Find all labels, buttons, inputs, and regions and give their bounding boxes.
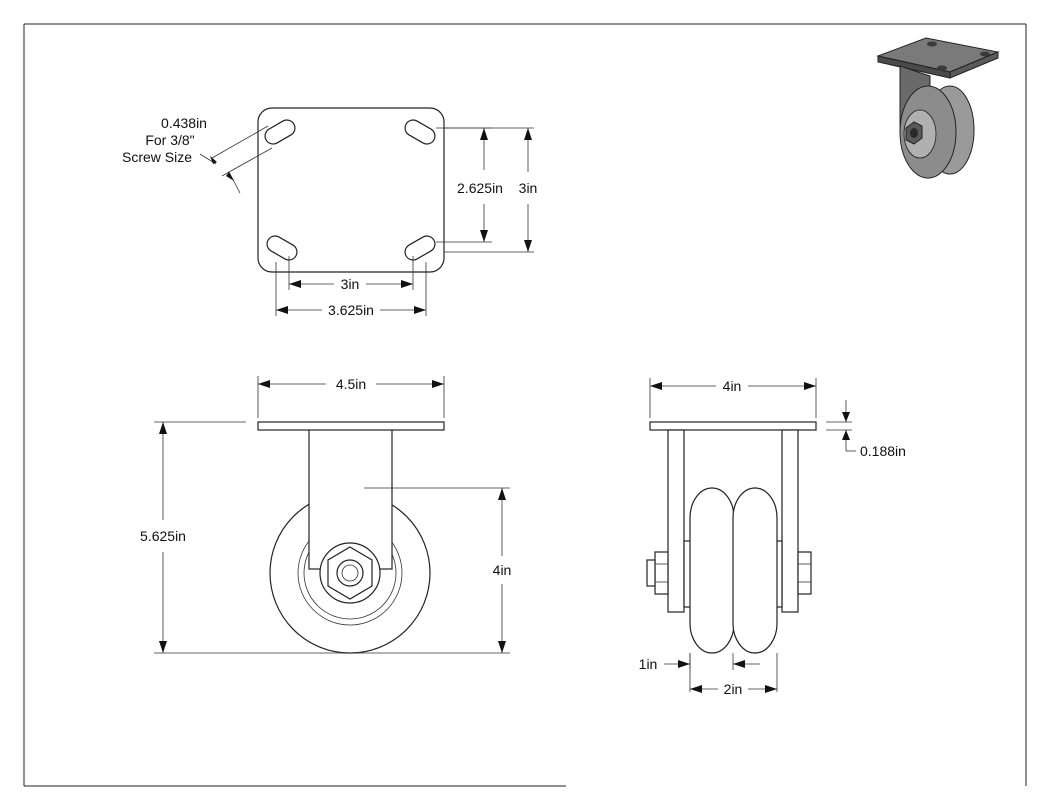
mounting-slot-top-left bbox=[264, 119, 296, 145]
wheel-diameter-dimension: 4in bbox=[350, 487, 512, 654]
side-wheel-left bbox=[689, 487, 735, 654]
hole-spacing-vertical-label: 2.625in bbox=[457, 180, 503, 196]
axle-bolt bbox=[336, 559, 364, 587]
plate-height-label: 3in bbox=[519, 180, 538, 196]
total-wheel-width-dimension: 2in bbox=[689, 653, 778, 697]
mounting-slot-top-right bbox=[404, 119, 436, 145]
side-plate-width-dimension: 4in bbox=[649, 378, 817, 418]
total-wheel-width-label: 2in bbox=[724, 681, 743, 697]
top-plate-side bbox=[649, 421, 817, 431]
overall-height-label: 5.625in bbox=[140, 528, 186, 544]
front-plate-length-dimension: 4.5in bbox=[257, 376, 445, 418]
single-wheel-width-label: 1in bbox=[639, 656, 658, 672]
single-wheel-width-dimension: 1in bbox=[639, 653, 760, 672]
side-view: 4in 0.188in 1in bbox=[639, 378, 906, 697]
slot-note-line-2: Screw Size bbox=[122, 149, 192, 165]
slot-note-line-1: For 3/8" bbox=[145, 132, 194, 148]
plate-width-label: 3.625in bbox=[328, 302, 374, 318]
top-view: 0.438in For 3/8" Screw Size 2.625in 3in bbox=[122, 107, 538, 318]
slot-size-label: 0.438in bbox=[161, 115, 207, 131]
plate-height-dimension: 3in bbox=[444, 127, 538, 253]
mounting-slots bbox=[264, 119, 436, 261]
side-plate-width-label: 4in bbox=[723, 378, 742, 394]
mounting-plate-outline bbox=[257, 107, 445, 273]
plate-width-dimension: 3.625in bbox=[275, 262, 427, 318]
plate-thickness-label: 0.188in bbox=[860, 443, 906, 459]
front-plate-length-label: 4.5in bbox=[336, 376, 366, 392]
drawing-border bbox=[23, 23, 1027, 787]
top-plate-front bbox=[257, 421, 445, 431]
mounting-slot-bottom-right bbox=[404, 235, 436, 261]
side-bolt-head bbox=[654, 551, 669, 595]
mounting-slot-bottom-left bbox=[266, 235, 298, 261]
fork-leg-left bbox=[667, 429, 685, 613]
isometric-preview bbox=[876, 37, 1000, 179]
overall-height-dimension: 5.625in bbox=[140, 421, 350, 654]
side-wheel-right bbox=[732, 487, 778, 654]
hole-spacing-horizontal-label: 3in bbox=[341, 276, 360, 292]
fork-leg-right bbox=[781, 429, 799, 613]
front-view: 4.5in 5.625in 4in bbox=[140, 376, 512, 654]
hole-spacing-horizontal-dimension: 3in bbox=[288, 256, 414, 292]
wheel-diameter-label: 4in bbox=[493, 562, 512, 578]
side-nut bbox=[797, 551, 812, 595]
hole-spacing-vertical-dimension: 2.625in bbox=[436, 127, 503, 243]
slot-size-dimension: 0.438in For 3/8" Screw Size bbox=[122, 115, 273, 194]
plate-thickness-dimension: 0.188in bbox=[826, 400, 906, 459]
